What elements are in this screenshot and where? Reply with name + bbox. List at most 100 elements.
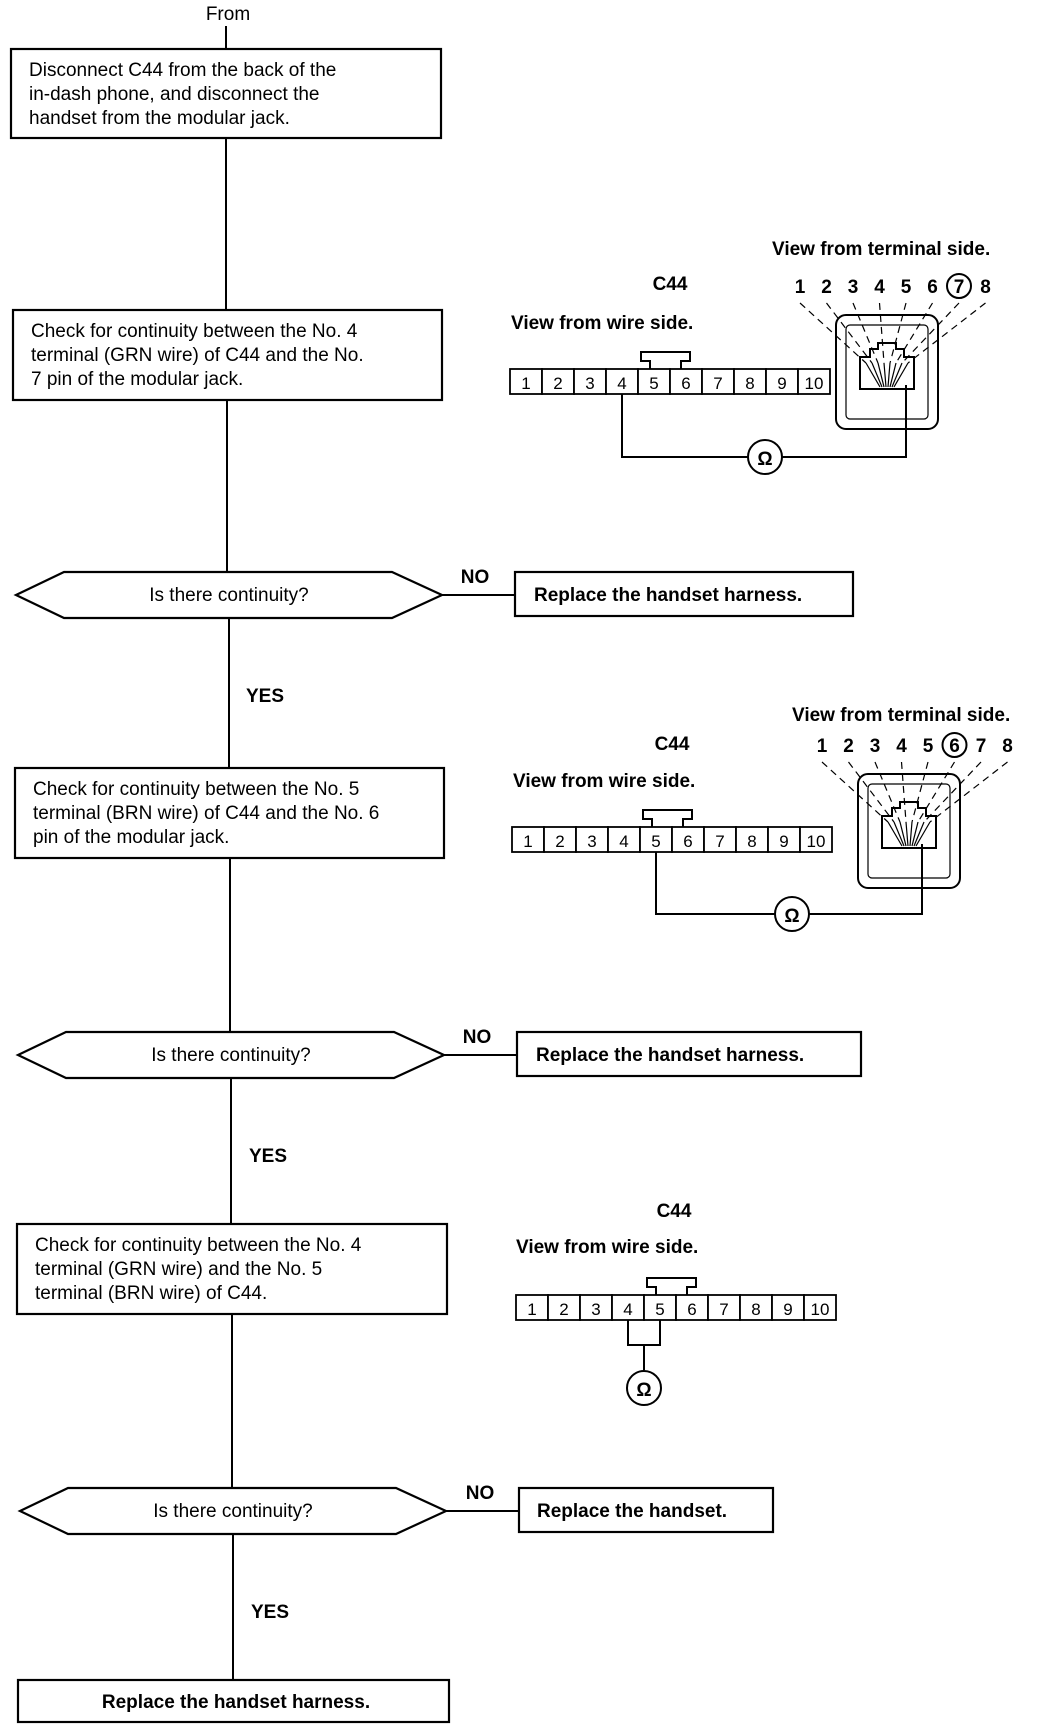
jack-leader-line — [895, 302, 934, 364]
connector-cell — [639, 826, 673, 853]
step3-line1: Check for continuity between the No. 5 — [33, 779, 359, 800]
jack-housing-inner — [867, 783, 951, 879]
jack-contact — [865, 362, 881, 388]
step3-line3: pin of the modular jack. — [33, 827, 229, 848]
jack-pin-number: 8 — [980, 277, 991, 298]
test-lead — [655, 852, 775, 915]
connector-cell — [797, 368, 831, 395]
jack-contact — [911, 821, 919, 847]
connector-pin-number: 4 — [623, 1300, 632, 1319]
final-box — [16, 1678, 451, 1724]
jack-contact — [891, 362, 903, 388]
jack-leader-line — [878, 302, 885, 364]
ohm-symbol: Ω — [636, 1380, 651, 1401]
ohmmeter — [626, 1370, 662, 1406]
decision3-question: Is there continuity? — [153, 1501, 312, 1522]
jack-pin-number: 3 — [870, 736, 881, 757]
yes-label-1: YES — [246, 686, 284, 707]
connector-cell — [611, 1294, 645, 1321]
connector-pin-number: 5 — [655, 1300, 664, 1319]
jack-contact — [909, 821, 913, 847]
result2-box — [515, 1030, 863, 1078]
result2-text: Replace the handset harness. — [536, 1045, 804, 1066]
jack-pin-number: 8 — [1002, 736, 1013, 757]
step4-line3: terminal (BRN wire) of C44. — [35, 1283, 267, 1304]
connector-lock-tab — [646, 1277, 697, 1295]
decision1-question: Is there continuity? — [149, 585, 308, 606]
connector-pin-number: 9 — [783, 1300, 792, 1319]
jack-pin-number: 1 — [795, 277, 806, 298]
jack-leader-line — [900, 761, 907, 823]
jack-pin-number: 4 — [896, 736, 907, 757]
step4-line1: Check for continuity between the No. 4 — [35, 1235, 362, 1256]
jack-leader-line — [911, 761, 929, 823]
connector-pin-number: 2 — [559, 1300, 568, 1319]
connector-cell — [607, 826, 641, 853]
jack-contact — [871, 362, 883, 388]
jack-pin-number: 2 — [843, 736, 854, 757]
ohmmeter — [774, 896, 810, 932]
connector-pin-number: 5 — [651, 832, 660, 851]
connector-pin-number: 8 — [745, 374, 754, 393]
connector-pin-number: 7 — [719, 1300, 728, 1319]
jack-contact — [905, 821, 909, 847]
jack-contact — [893, 821, 905, 847]
wire-side-label: View from wire side. — [516, 1237, 698, 1258]
connector-cell — [675, 1294, 709, 1321]
jack-leader-line — [929, 761, 1008, 823]
jack-contact — [887, 821, 903, 847]
connector-pin-number: 4 — [619, 832, 628, 851]
jack-contact — [913, 821, 925, 847]
jack-leader-line — [799, 302, 867, 364]
no-label-3: NO — [466, 1483, 495, 1504]
connector-pin-number: 4 — [617, 374, 626, 393]
jack-pin-number: 3 — [848, 277, 859, 298]
connector-cell — [573, 368, 607, 395]
final-text: Replace the handset harness. — [102, 1692, 370, 1713]
jack-housing-outer — [857, 773, 961, 889]
jack-opening — [881, 801, 937, 849]
jack-leader-line — [889, 302, 907, 364]
connector-pin-number: 1 — [521, 374, 530, 393]
connector-cell — [547, 1294, 581, 1321]
connector-pin-number: 1 — [523, 832, 532, 851]
connector-cell — [515, 1294, 549, 1321]
connector-cell — [739, 1294, 773, 1321]
connector-pin-number: 7 — [715, 832, 724, 851]
connector-pin-number: 10 — [807, 832, 826, 851]
connector-lock-tab — [642, 809, 693, 827]
connector-name: C44 — [655, 734, 690, 755]
jack-leader-line — [874, 761, 901, 823]
jack-pin-number: 1 — [817, 736, 828, 757]
step1-line3: handset from the modular jack. — [29, 108, 290, 129]
test-lead — [627, 1320, 661, 1346]
connector-pin-number: 3 — [591, 1300, 600, 1319]
connector-pin-number: 6 — [681, 374, 690, 393]
connector-pin-number: 2 — [555, 832, 564, 851]
ohm-symbol: Ω — [784, 906, 799, 927]
step2-line3: 7 pin of the modular jack. — [31, 369, 243, 390]
jack-contact — [877, 362, 885, 388]
jack-leader-line — [917, 761, 956, 823]
jack-pin-number: 5 — [901, 277, 912, 298]
jack-pin-number: 6 — [927, 277, 938, 298]
result3-text: Replace the handset. — [537, 1501, 727, 1522]
connector-name: C44 — [653, 274, 688, 295]
jack-housing-outer — [835, 314, 939, 430]
jack-leader-line — [826, 302, 873, 364]
connector-pin-number: 3 — [585, 374, 594, 393]
step1-line2: in-dash phone, and disconnect the — [29, 84, 320, 105]
jack-leader-line — [907, 302, 986, 364]
yes-label-2: YES — [249, 1146, 287, 1167]
connector-pin-number: 3 — [587, 832, 596, 851]
jack-leader-line — [901, 302, 960, 364]
step2-line1: Check for continuity between the No. 4 — [31, 321, 358, 342]
jack-leader-line — [821, 761, 889, 823]
connector-cell — [799, 826, 833, 853]
jack-pin-number: 7 — [954, 277, 965, 298]
connector-pin-number: 8 — [751, 1300, 760, 1319]
connector-cell — [543, 826, 577, 853]
